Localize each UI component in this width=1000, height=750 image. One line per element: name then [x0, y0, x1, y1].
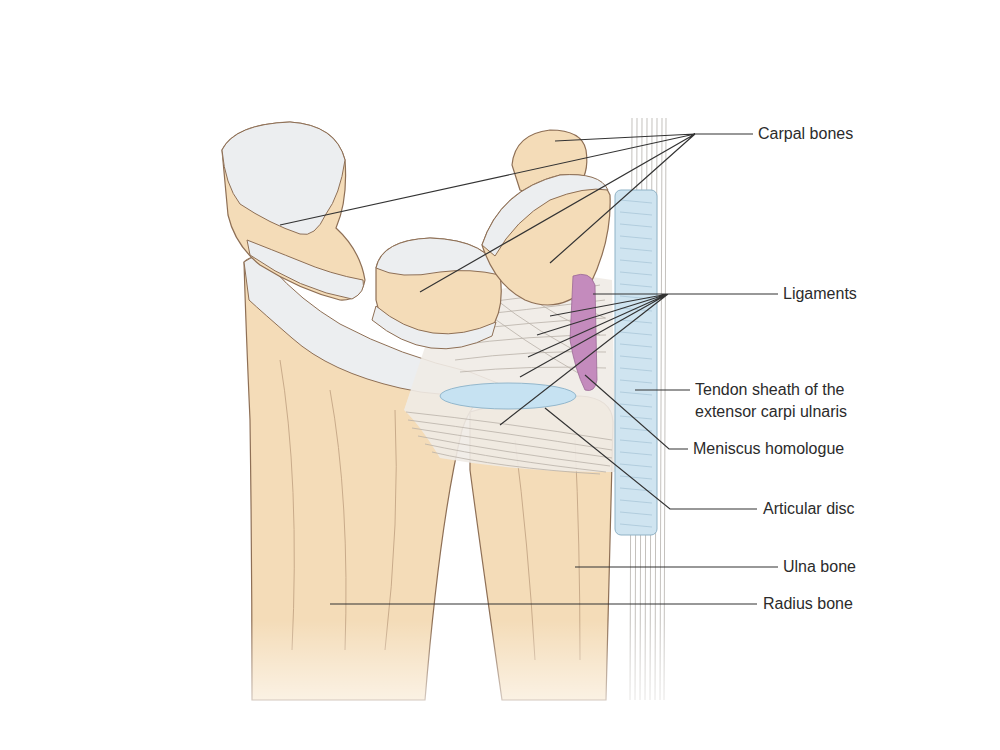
part-label: Tendon sheath of the extensor carpi ulna… [695, 379, 881, 423]
scaphoid-cartilage-lower [247, 240, 364, 299]
leader-line [635, 389, 690, 390]
lunate-cartilage-lower [372, 306, 496, 349]
part-label: Ulna bone [783, 556, 856, 578]
leader-line [585, 375, 688, 449]
part-label: Carpal bones [758, 123, 853, 145]
leader-line [330, 603, 757, 604]
scaphoid-cartilage [222, 122, 345, 235]
tendon-sheath [615, 190, 657, 535]
leader-line [545, 408, 757, 509]
part-label: Articular disc [763, 498, 855, 520]
radius-striations [280, 360, 396, 650]
part-label: Radius bone [763, 593, 853, 615]
tendon-sheath-stripes [620, 200, 652, 527]
part-label: Meniscus homologue [693, 438, 844, 460]
leader-line [575, 566, 778, 567]
part-label: Ligaments [783, 283, 857, 305]
triquetrum-cartilage [482, 175, 608, 256]
leader-lines [280, 134, 778, 604]
articular-disc [440, 383, 576, 409]
leader-line [280, 134, 753, 292]
bottom-fade [200, 620, 700, 750]
